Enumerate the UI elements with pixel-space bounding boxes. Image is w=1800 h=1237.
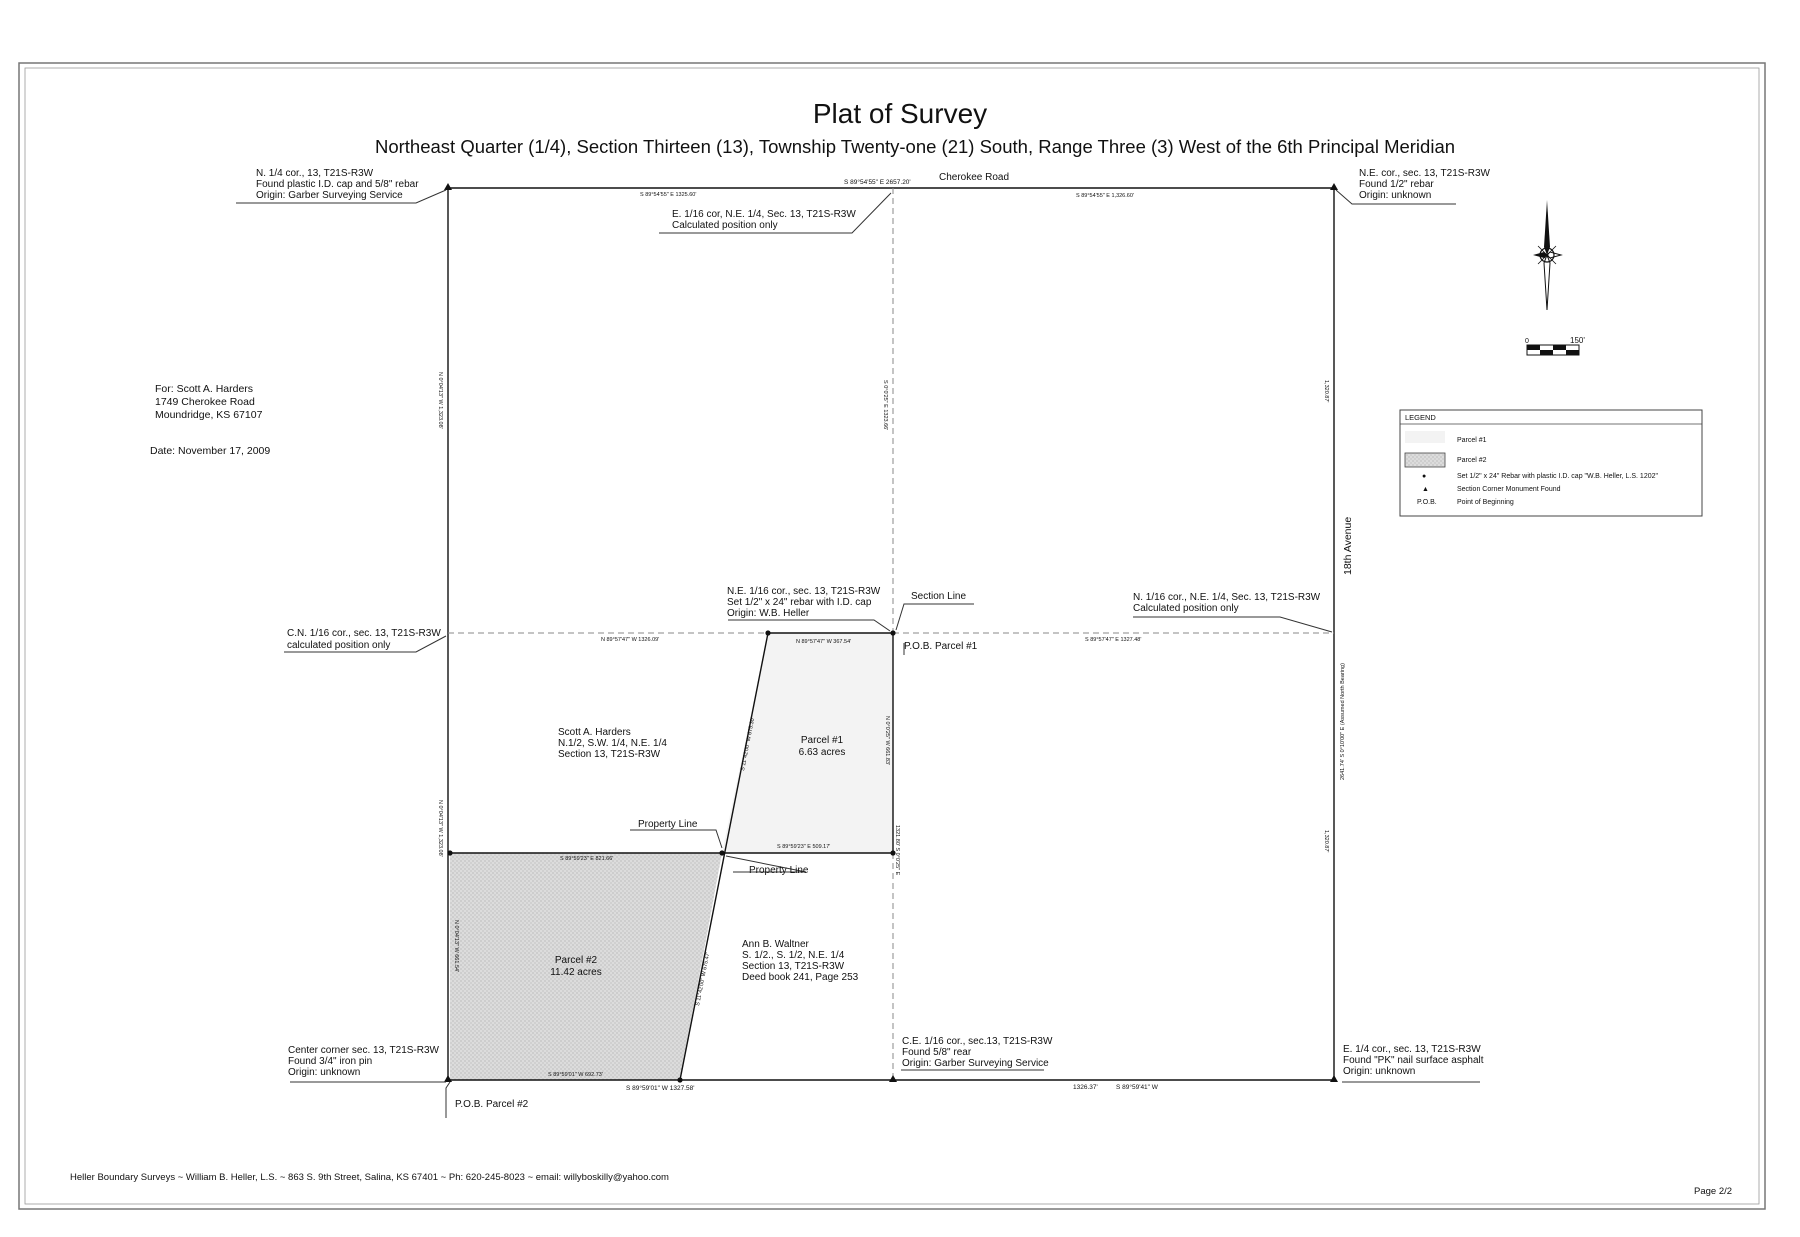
nw-corner-origin: Origin: Garber Surveying Service — [256, 190, 403, 201]
legend-item-label: Parcel #2 — [1457, 457, 1487, 464]
bearing-bottom-right-dist: 1326.37' — [1073, 1084, 1098, 1091]
survey-date: Date: November 17, 2009 — [150, 445, 270, 457]
legend-item-label: Point of Beginning — [1457, 499, 1514, 506]
nw-corner-label: N. 1/4 cor., 13, T21S-R3W — [256, 168, 374, 179]
section-line-label: Section Line — [911, 591, 966, 602]
parcel-1-area — [722, 633, 893, 853]
nw-corner-detail: Found plastic I.D. cap and 5/8" rebar — [256, 179, 419, 190]
bearing-mid-right: S 89°57'47" E 1327.48' — [1085, 637, 1141, 643]
parcel-2-area-label: 11.42 acres — [550, 967, 602, 978]
scale-bar: 0 150' — [1525, 336, 1585, 356]
page-subtitle: Northeast Quarter (1/4), Section Thirtee… — [375, 136, 1455, 157]
legend-symbol-rebar: ● — [1422, 473, 1426, 480]
outer-border — [18, 62, 1766, 1210]
bearing-mid-p1: N 89°57'47" W 367.54' — [796, 639, 851, 645]
legend-item-label: Section Corner Monument Found — [1457, 486, 1561, 493]
road-east-label: 18th Avenue — [1342, 517, 1354, 575]
leader-lines — [236, 189, 1480, 1118]
legend-swatch-parcel-1 — [1405, 431, 1445, 443]
scale-zero: 0 — [1525, 338, 1529, 345]
page-title: Plat of Survey — [813, 98, 987, 129]
n16-corner-detail: Calculated position only — [1133, 603, 1239, 614]
ne16-corner-label: N.E. 1/16 cor., sec. 13, T21S-R3W — [727, 586, 881, 597]
dashed-lines — [448, 188, 1334, 1080]
ne-corner-label: N.E. cor., sec. 13, T21S-R3W — [1359, 168, 1491, 179]
bearing-p2-south: S 89°59'01" W 692.73' — [548, 1072, 603, 1078]
legend-title: LEGEND — [1405, 413, 1436, 422]
bearing-west-p2: N 0°04'13" W 661.54' — [453, 920, 459, 972]
bearing-bottom-mid: S 89°59'01" W 1327.58' — [626, 1084, 694, 1092]
pob-parcel-2-label: P.O.B. Parcel #2 — [455, 1099, 529, 1110]
owner-waltner-name: Ann B. Waltner — [742, 939, 810, 950]
client-name: For: Scott A. Harders — [155, 383, 253, 395]
client-address: 1749 Cherokee Road — [155, 396, 255, 408]
owner-waltner-deed: Deed book 241, Page 253 — [742, 972, 859, 983]
bearing-east-upper: 1,320.87' — [1323, 380, 1329, 402]
owner-waltner-desc: S. 1/2., S. 1/2, N.E. 1/4 — [742, 950, 845, 961]
ne16-corner-origin: Origin: W.B. Heller — [727, 608, 810, 619]
owner-harders-section: Section 13, T21S-R3W — [558, 749, 661, 760]
cn16-corner-label: C.N. 1/16 cor., sec. 13, T21S-R3W — [287, 628, 441, 639]
page-number: Page 2/2 — [1694, 1186, 1732, 1197]
center-corner-detail: Found 3/4" iron pin — [288, 1056, 372, 1067]
survey-lines — [447, 187, 1335, 1081]
bearing-p2-north: S 89°59'23" E 821.66' — [560, 856, 613, 862]
ne-corner-origin: Origin: unknown — [1359, 190, 1431, 201]
parcel-1-name: Parcel #1 — [801, 735, 844, 746]
ce16-corner-detail: Found 5/8" rear — [902, 1047, 972, 1058]
ne-corner-detail: Found 1/2" rebar — [1359, 179, 1434, 190]
client-city: Moundridge, KS 67107 — [155, 409, 263, 421]
cn16-corner-detail: calculated position only — [287, 640, 390, 651]
e14-corner-origin: Origin: unknown — [1343, 1066, 1415, 1077]
bearing-west-upper: N 0°04'13" W 1,323.08' — [437, 372, 443, 429]
parcel-2-name: Parcel #2 — [555, 955, 598, 966]
footer-contact: Heller Boundary Surveys ~ William B. Hel… — [70, 1172, 669, 1183]
owner-harders-desc: N.1/2, S.W. 1/4, N.E. 1/4 — [558, 738, 667, 749]
property-line-label-2: Property Line — [749, 865, 809, 876]
e16-corner-detail: Calculated position only — [672, 220, 778, 231]
svg-text:N: N — [1544, 253, 1549, 260]
north-arrow-icon: N — [1533, 200, 1563, 311]
e16-corner-label: E. 1/16 cor, N.E. 1/4, Sec. 13, T21S-R3W — [672, 209, 856, 220]
center-corner-origin: Origin: unknown — [288, 1067, 360, 1078]
property-line-label-1: Property Line — [638, 819, 698, 830]
ce16-corner-origin: Origin: Garber Surveying Service — [902, 1058, 1049, 1069]
ne16-corner-detail: Set 1/2" x 24" rebar with I.D. cap — [727, 597, 872, 608]
owner-waltner-section: Section 13, T21S-R3W — [742, 961, 845, 972]
n16-corner-label: N. 1/16 cor., N.E. 1/4, Sec. 13, T21S-R3… — [1133, 592, 1321, 603]
bearing-center-lower: 1321.80' S 0°0'25" E — [894, 825, 900, 876]
parcel-2-area — [450, 853, 722, 1080]
bearing-mid-left: N 89°57'47" W 1326.09' — [601, 637, 659, 643]
parcel-1-area-label: 6.63 acres — [799, 747, 846, 758]
inner-border — [24, 67, 1760, 1205]
owner-harders-name: Scott A. Harders — [558, 727, 631, 738]
e14-corner-label: E. 1/4 cor., sec. 13, T21S-R3W — [1343, 1044, 1481, 1055]
legend-symbol-pob: P.O.B. — [1417, 499, 1437, 506]
legend-item-label: Set 1/2" x 24" Rebar with plastic I.D. c… — [1457, 473, 1658, 480]
ce16-corner-label: C.E. 1/16 cor., sec.13, T21S-R3W — [902, 1036, 1053, 1047]
bearing-center-upper: S 0°0'25" E 1323.66' — [882, 380, 888, 430]
road-north-label: Cherokee Road — [939, 172, 1009, 183]
bearing-west-lower: N 0°04'13" W 1,323.08' — [437, 800, 443, 857]
legend: LEGEND Parcel #1 Parcel #2 ● Set 1/2" x … — [1399, 409, 1703, 517]
bearing-east-lower: 1,320.87' — [1323, 830, 1329, 852]
legend-swatch-parcel-2 — [1404, 452, 1446, 468]
bearing-top-total: S 89°54'55" E 2657.20' — [844, 178, 911, 186]
legend-item-label: Parcel #1 — [1457, 437, 1487, 444]
bearing-center-p1: N 0°0'25" W 661.83' — [884, 716, 890, 765]
bearing-p1-south: S 89°59'23" E 509.17' — [777, 844, 830, 850]
bearing-bottom-right: S 89°59'41" W — [1116, 1083, 1159, 1091]
monument-markers — [444, 183, 1338, 1083]
pob-parcel-1-label: P.O.B. Parcel #1 — [904, 641, 978, 652]
center-corner-label: Center corner sec. 13, T21S-R3W — [288, 1045, 440, 1056]
scale-label: 150' — [1570, 336, 1585, 345]
bearing-top-left: S 89°54'55" E 1325.60' — [640, 192, 696, 198]
bearing-east-total: 2641.74' S 0°10'00" E (Assumed North Bea… — [1340, 663, 1346, 780]
bearing-top-right: S 89°54'55" E 1,326.60' — [1076, 193, 1134, 199]
e14-corner-detail: Found "PK" nail surface asphalt — [1343, 1055, 1484, 1066]
legend-symbol-monument: ▲ — [1422, 486, 1429, 493]
